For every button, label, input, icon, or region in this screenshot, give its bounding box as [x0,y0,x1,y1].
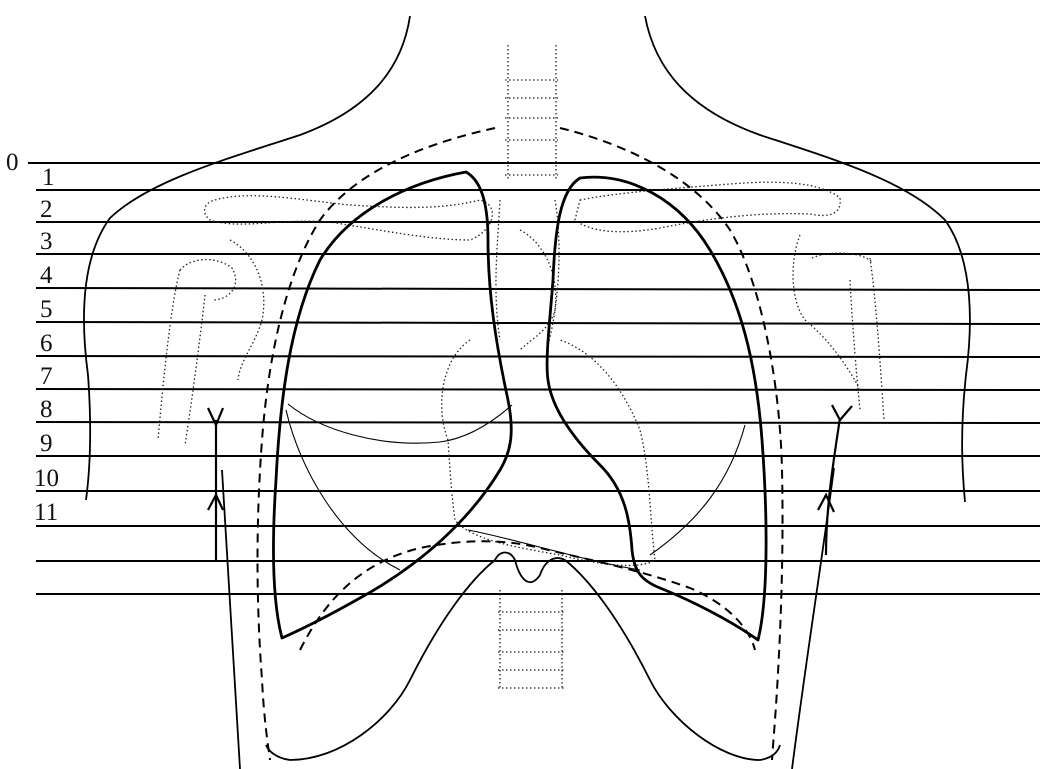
level-label-10: 10 [34,465,59,492]
level-line-8 [36,422,1040,423]
left-neck-shoulder-outline [84,16,410,500]
level-label-3: 3 [40,228,53,255]
right-rib-arrowhead-lower [818,495,834,512]
level-line-5 [36,322,1040,324]
left-torso-side [222,470,240,769]
right-rib-arrow-line [826,418,840,555]
lungs [274,172,767,640]
right-scapula [793,235,860,390]
fissures [286,404,745,570]
level-label-4: 4 [40,262,53,289]
right-horizontal-fissure [288,404,512,443]
level-label-11: 11 [34,499,58,526]
central-crura [495,553,565,583]
pleura-diaphragm [300,541,755,650]
left-clavicle [205,196,493,240]
level-line-6 [36,356,1040,357]
level-label-6: 6 [40,330,53,357]
level-labels: 0 1 2 3 4 5 6 7 8 9 10 11 [6,149,59,526]
level-lines [28,163,1040,594]
lower-thorax [266,553,780,761]
level-label-0: 0 [6,149,19,176]
diaphragm-dome [468,530,640,570]
rib-contour-arrows [208,405,852,560]
level-label-1: 1 [42,164,55,191]
level-line-7 [36,389,1040,390]
level-label-5: 5 [40,296,53,323]
level-label-7: 7 [40,363,53,390]
level-label-2: 2 [40,196,53,223]
level-line-4 [36,288,1040,290]
left-lung [547,177,766,640]
right-humerus-outer [870,258,884,420]
level-label-9: 9 [40,430,53,457]
right-rib-arrowhead-top [832,405,852,420]
left-costal-margin [266,560,495,760]
right-lung [274,172,512,638]
left-humerus-outer [158,270,180,440]
right-costal-margin [565,560,780,760]
body-outline [84,16,970,769]
level-label-8: 8 [40,396,53,423]
left-humerus-head [180,260,236,300]
right-neck-shoulder-outline [645,16,970,502]
left-scapula [230,240,264,380]
